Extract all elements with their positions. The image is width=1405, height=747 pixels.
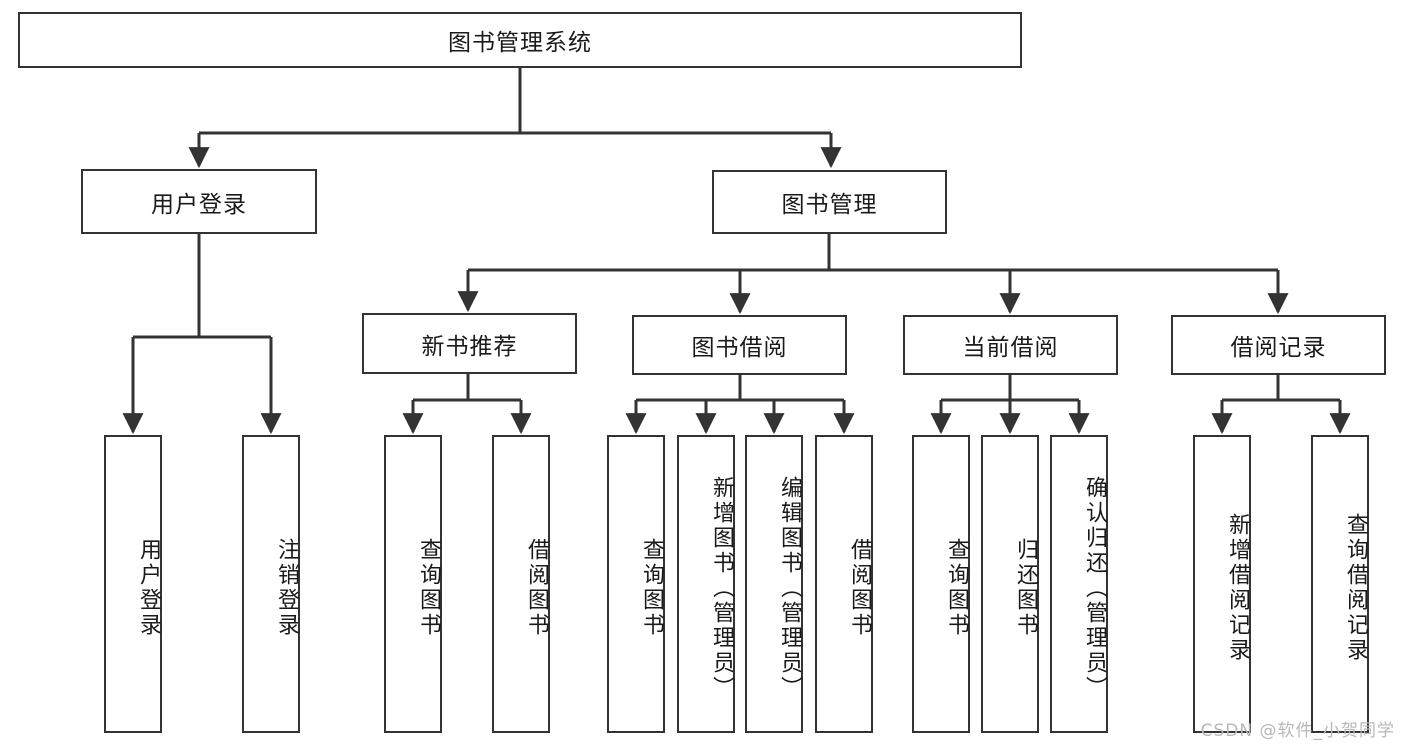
node-book-management[interactable]: 图书管理 [712, 170, 947, 234]
node-label: 借阅图书 [524, 538, 549, 638]
leaf-new-book-query[interactable]: 查询图书 [384, 435, 442, 733]
leaf-book-borrow-edit[interactable]: 编辑图书（管理员） [745, 435, 803, 733]
node-root-book-management-system[interactable]: 图书管理系统 [18, 12, 1022, 68]
node-label: 图书借阅 [691, 335, 788, 361]
node-label: 查询借阅记录 [1343, 513, 1368, 663]
leaf-borrow-record-add[interactable]: 新增借阅记录 [1193, 435, 1251, 733]
node-label: 借阅记录 [1230, 335, 1327, 361]
leaf-current-borrow-query[interactable]: 查询图书 [912, 435, 970, 733]
node-label: 当前借阅 [962, 335, 1059, 361]
node-label: 归还图书 [1013, 538, 1038, 638]
node-label: 用户登录 [151, 191, 247, 218]
node-borrow-record[interactable]: 借阅记录 [1171, 315, 1386, 375]
node-label: 查询图书 [416, 538, 441, 638]
leaf-user-login-login[interactable]: 用户登录 [104, 435, 162, 733]
node-book-borrow[interactable]: 图书借阅 [632, 315, 847, 375]
node-label: 新增图书（管理员） [709, 475, 734, 701]
node-label: 用户登录 [136, 538, 161, 638]
node-label: 注销登录 [274, 538, 299, 638]
leaf-book-borrow-query[interactable]: 查询图书 [607, 435, 665, 733]
node-label: 新增借阅记录 [1225, 513, 1250, 663]
leaf-current-borrow-return[interactable]: 归还图书 [981, 435, 1039, 733]
node-label: 查询图书 [639, 538, 664, 638]
node-label: 确认归还（管理员） [1082, 475, 1107, 701]
node-label: 借阅图书 [847, 538, 872, 638]
leaf-borrow-record-query[interactable]: 查询借阅记录 [1311, 435, 1369, 733]
leaf-current-borrow-confirm-return[interactable]: 确认归还（管理员） [1050, 435, 1108, 733]
leaf-new-book-borrow[interactable]: 借阅图书 [492, 435, 550, 733]
node-new-book-recommend[interactable]: 新书推荐 [362, 313, 577, 374]
node-current-borrow[interactable]: 当前借阅 [903, 315, 1118, 375]
node-label: 编辑图书（管理员） [777, 475, 802, 701]
node-label: 查询图书 [944, 538, 969, 638]
node-label: 新书推荐 [421, 333, 518, 360]
leaf-book-borrow-add[interactable]: 新增图书（管理员） [677, 435, 735, 733]
node-label: 图书管理系统 [448, 30, 592, 56]
leaf-book-borrow-borrow[interactable]: 借阅图书 [815, 435, 873, 733]
leaf-user-login-logout[interactable]: 注销登录 [242, 435, 300, 733]
node-user-login[interactable]: 用户登录 [81, 169, 317, 234]
node-label: 图书管理 [781, 192, 878, 218]
